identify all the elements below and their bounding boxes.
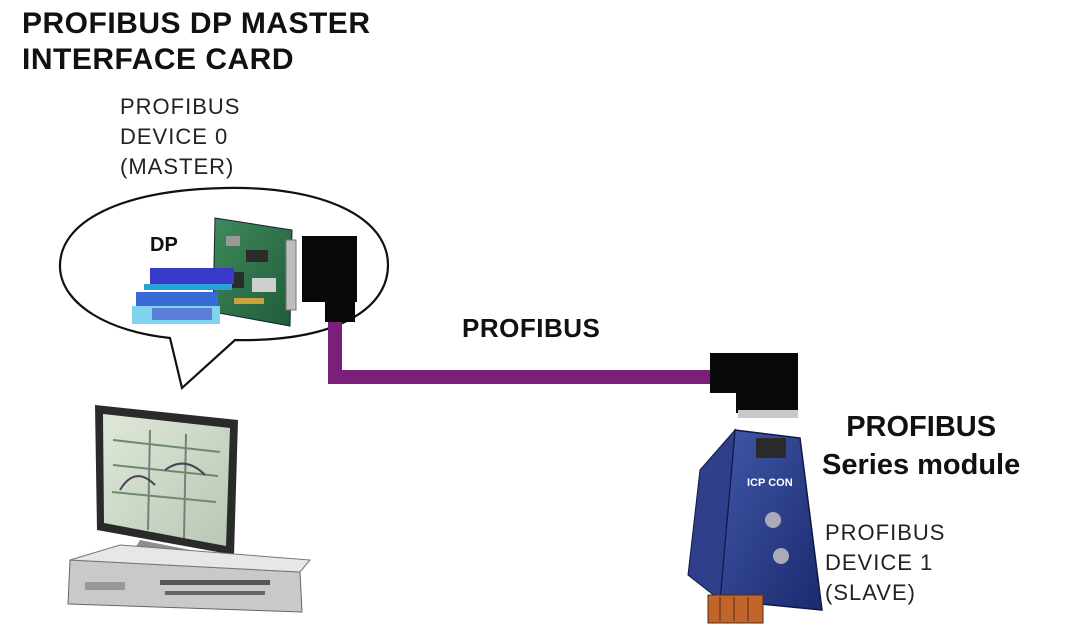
computer-icon	[67, 405, 312, 613]
profibus-cable	[328, 322, 712, 384]
device1-label-line1: PROFIBUS	[825, 520, 946, 545]
device0-label-line3: (MASTER)	[120, 154, 235, 179]
master-connector	[302, 236, 357, 322]
master-card-title-line1: PROFIBUS DP MASTER	[22, 7, 371, 40]
module-brand-text: ICP CON	[747, 477, 793, 489]
device1-label: PROFIBUS DEVICE 1 (SLAVE)	[825, 518, 945, 608]
bus-label: PROFIBUS	[462, 313, 601, 343]
device0-label-line1: PROFIBUS	[120, 94, 241, 119]
device1-label-line2: DEVICE 1	[825, 550, 934, 575]
profibus-module-device: ICP CON	[687, 428, 823, 624]
master-card-title-line2: INTERFACE CARD	[22, 43, 295, 76]
slave-connector	[710, 353, 798, 418]
module-label: PROFIBUS Series module	[822, 408, 1020, 484]
master-card-title: PROFIBUS DP MASTER INTERFACE CARD	[22, 6, 370, 78]
card-logo-text: DP	[150, 234, 178, 256]
device0-label: PROFIBUS DEVICE 0 (MASTER)	[120, 92, 240, 182]
module-label-line2: Series module	[822, 449, 1021, 481]
device0-label-line2: DEVICE 0	[120, 124, 229, 149]
module-label-line1: PROFIBUS	[846, 411, 997, 443]
profibus-dp-logo: DP	[132, 234, 234, 324]
device1-label-line3: (SLAVE)	[825, 580, 916, 605]
